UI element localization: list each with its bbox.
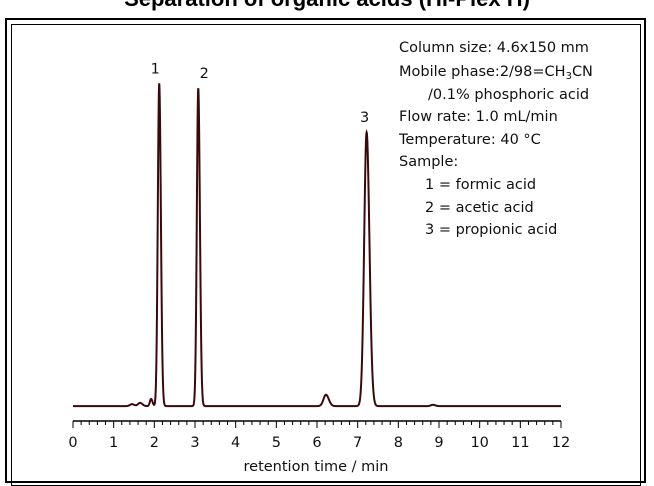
x-tick-label: 2 [150,435,159,451]
peak-label-1: 1 [151,61,160,77]
page-title: Separation of organic acids (Hi-Plex H) [0,0,654,16]
mobile-phase: Mobile phase:2/98=CH3CN [399,63,593,86]
sample-1: 1 = formic acid [425,177,537,193]
x-tick-label: 7 [353,435,362,451]
sample-2: 2 = acetic acid [425,200,534,216]
temperature: Temperature: 40 °C [399,132,541,148]
x-tick-label: 0 [68,435,77,451]
peak-label-3: 3 [360,110,369,126]
sample-label: Sample: [399,154,459,170]
column-size: Column size: 4.6x150 mm [399,40,589,56]
chromatogram-trace [73,83,561,408]
x-tick-label: 5 [272,435,281,451]
x-tick-label: 9 [434,435,443,451]
x-tick-label: 8 [394,435,403,451]
mobile-phase-prefix: Mobile phase:2/98=CH [399,64,566,80]
mobile-phase-suffix: CN [571,64,593,80]
x-tick-label: 4 [231,435,240,451]
mobile-phase-subscript: 3 [565,71,572,82]
x-tick-label: 11 [511,435,529,451]
minor-peaks [131,394,434,406]
peak-labels: 1 2 3 [151,61,370,126]
peak-label-2: 2 [200,66,209,82]
x-tick-label: 12 [552,435,570,451]
x-tick-label: 3 [190,435,199,451]
mobile-phase-line-2: /0.1% phosphoric acid [428,87,590,103]
outer-frame [5,18,646,483]
sample-3: 3 = propionic acid [425,222,558,238]
x-axis-label: retention time / min [244,459,389,475]
x-tick-label: 6 [312,435,321,451]
x-tick-label: 10 [470,435,488,451]
x-tick-label: 1 [109,435,118,451]
flow-rate: Flow rate: 1.0 mL/min [399,109,558,125]
